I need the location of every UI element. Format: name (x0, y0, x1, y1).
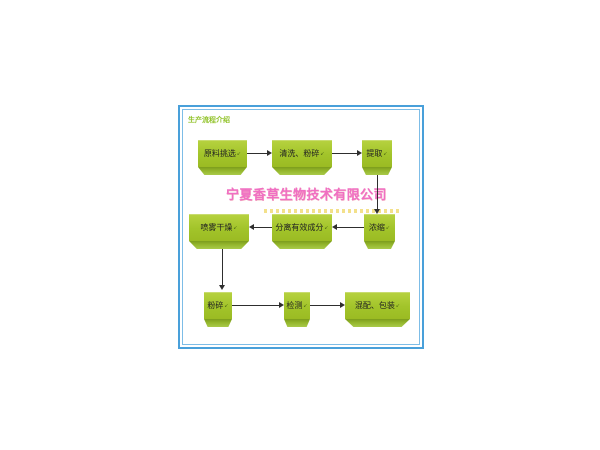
arrowhead-right-2 (357, 150, 362, 156)
watermark-text: 宁夏香草生物技术有限公司 (226, 188, 387, 203)
flow-node-testing: 检测↙ (284, 292, 310, 327)
node-face: 混配、包装↙ (345, 292, 410, 319)
arrow-line-5 (253, 227, 272, 228)
arrow-line-6 (222, 249, 223, 286)
eol-mark: ↙ (324, 224, 329, 231)
arrow-line-3 (377, 175, 378, 210)
node-label: 提取 (366, 149, 383, 158)
arrow-line-2 (332, 153, 358, 154)
arrow-line-8 (310, 305, 341, 306)
node-pedestal (362, 167, 392, 175)
eol-mark: ↙ (303, 302, 308, 309)
eol-mark: ↙ (236, 150, 242, 157)
node-face: 检测↙ (284, 292, 310, 319)
eol-mark: ↙ (383, 150, 388, 157)
flow-node-wash-crush: 清洗、粉碎↙ (272, 140, 332, 175)
arrowhead-left-1 (332, 224, 337, 230)
arrowhead-down-1 (374, 209, 380, 214)
eol-mark: ↙ (385, 224, 391, 231)
arrowhead-down-2 (219, 285, 225, 290)
node-label: 分离有效成分 (275, 223, 324, 232)
node-pedestal (189, 241, 249, 249)
eol-mark: ↙ (395, 302, 401, 309)
arrowhead-right-1 (267, 150, 272, 156)
node-label: 喷雾干燥 (200, 223, 233, 232)
arrow-line-7 (232, 305, 280, 306)
node-face: 清洗、粉碎↙ (272, 140, 332, 167)
arrowhead-left-2 (249, 224, 254, 230)
node-pedestal (364, 241, 395, 249)
node-label: 混配、包装 (354, 301, 395, 310)
eol-mark: ↙ (233, 224, 238, 231)
node-pedestal (272, 241, 332, 249)
arrow-line-1 (247, 153, 268, 154)
flow-node-grinding: 粉碎↙ (204, 292, 232, 327)
arrowhead-right-4 (340, 302, 345, 308)
flow-node-separate-active-ingredients: 分离有效成分↙ (272, 214, 332, 249)
flow-node-concentration: 浓缩↙ (364, 214, 395, 249)
node-face: 浓缩↙ (364, 214, 395, 241)
flow-node-raw-material-selection: 原料挑选↙ (198, 140, 247, 175)
flow-node-extraction: 提取↙ (362, 140, 392, 175)
node-face: 提取↙ (362, 140, 392, 167)
arrowhead-right-3 (279, 302, 284, 308)
arrow-line-4 (336, 227, 364, 228)
node-face: 原料挑选↙ (198, 140, 247, 167)
node-face: 分离有效成分↙ (272, 214, 332, 241)
node-label: 粉碎 (207, 301, 224, 310)
diagram-title: 生产流程介绍 (188, 116, 230, 124)
node-face: 粉碎↙ (204, 292, 232, 319)
node-pedestal (204, 319, 232, 327)
node-pedestal (284, 319, 310, 327)
flow-node-spray-drying: 喷雾干燥↙ (189, 214, 249, 249)
node-pedestal (198, 167, 247, 175)
eol-mark: ↙ (320, 150, 325, 157)
node-label: 清洗、粉碎 (279, 149, 320, 158)
eol-mark: ↙ (224, 302, 229, 309)
node-label: 检测 (286, 301, 303, 310)
flow-node-mixing-packaging: 混配、包装↙ (345, 292, 410, 327)
node-label: 浓缩 (368, 223, 385, 232)
node-pedestal (345, 319, 410, 327)
watermark-wave (264, 209, 400, 213)
node-pedestal (272, 167, 332, 175)
node-face: 喷雾干燥↙ (189, 214, 249, 241)
flowchart-frame: 生产流程介绍 宁夏香草生物技术有限公司 原料挑选↙ 清洗、粉碎↙ 提取↙ 喷雾干… (178, 105, 424, 349)
node-label: 原料挑选 (203, 149, 236, 158)
